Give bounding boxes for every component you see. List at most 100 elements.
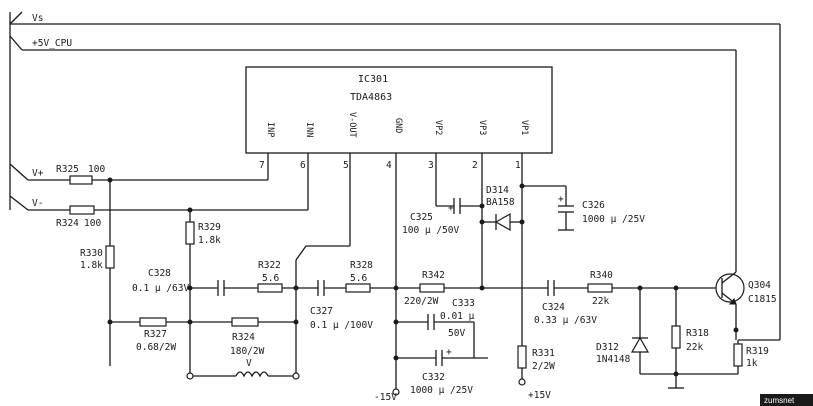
r342-ref: R342	[422, 270, 445, 281]
r322-ref: R322	[258, 260, 281, 271]
junction	[187, 285, 193, 291]
c328-value: 0.1 μ /63V	[132, 283, 189, 294]
c332-ref: C332	[422, 372, 445, 383]
r324a-ref: R324	[56, 218, 79, 229]
r327-ref: R327	[144, 329, 167, 340]
r324a-value: 100	[84, 218, 101, 229]
pin-num-6: 6	[300, 160, 306, 171]
c325-ref: C325	[410, 212, 433, 223]
d314-value: BA158	[486, 197, 515, 208]
r330-value: 1.8k	[80, 260, 103, 271]
q304-collector	[721, 271, 737, 284]
r331-ref: R331	[532, 348, 555, 359]
r319-value: 1k	[746, 358, 758, 369]
pin-label-inp: INP	[265, 122, 275, 137]
pin-label-vp3: VP3	[477, 120, 487, 135]
r318-value: 22k	[686, 342, 703, 353]
junction	[479, 203, 485, 209]
r330-resistor	[105, 245, 115, 269]
q304-transistor	[715, 273, 745, 303]
r325-resistor	[69, 175, 93, 185]
c325-polarity: +	[448, 203, 454, 214]
wire	[295, 245, 307, 261]
pin-label-vp1: VP1	[519, 120, 529, 135]
r325-ref: R325	[56, 164, 79, 175]
r328-resistor	[345, 283, 371, 293]
r331-value: 2/2W	[532, 361, 555, 372]
junction	[187, 319, 193, 325]
watermark-box	[760, 394, 813, 406]
r324b-value: 180/2W	[230, 346, 265, 357]
r327-resistor	[139, 317, 167, 327]
r322-value: 5.6	[262, 273, 279, 284]
r342-resistor	[419, 283, 445, 293]
input-vminus-label: V-	[32, 198, 43, 209]
ic301-ref: IC301	[358, 74, 388, 85]
c333-ref: C333	[452, 298, 475, 309]
junction	[293, 285, 299, 291]
inductor-coil	[235, 371, 269, 378]
q304-arrow	[728, 298, 737, 305]
c327-value: 0.1 μ /100V	[310, 320, 373, 331]
neg15-label: -15V	[374, 392, 397, 403]
ic301-pin-labels: INP INN V-OUT GND VP2 VP3 VP1	[265, 112, 529, 138]
pin-label-inn: INN	[304, 122, 314, 137]
d312-ref: D312	[596, 342, 619, 353]
r329-value: 1.8k	[198, 235, 221, 246]
pin-num-5: 5	[343, 160, 349, 171]
d314-diode	[494, 212, 511, 232]
terminal	[186, 372, 194, 380]
neg15-terminal	[392, 388, 400, 396]
pin-label-vp2: VP2	[433, 120, 443, 135]
r327-value: 0.68/2W	[136, 342, 176, 353]
v5-cpu-label: +5V_CPU	[32, 38, 72, 49]
ic301-part: TDA4863	[350, 92, 392, 103]
q304-value: C1815	[748, 294, 777, 305]
r330-ref: R330	[80, 248, 103, 259]
inductor-ref: V	[246, 358, 252, 369]
ic301-body	[245, 66, 553, 154]
junction	[519, 219, 525, 225]
ic301-pin-numbers: 7 6 5 4 3 2 1	[259, 160, 521, 171]
r318-ref: R318	[686, 328, 709, 339]
pos15-label: +15V	[528, 390, 551, 401]
r324a-resistor	[69, 205, 95, 215]
r331-resistor	[517, 345, 527, 369]
pin-num-4: 4	[386, 160, 392, 171]
c332-value: 1000 μ /25V	[410, 385, 473, 396]
r325-value: 100	[88, 164, 105, 175]
d314-ref: D314	[486, 185, 509, 196]
r329-resistor	[185, 221, 195, 245]
r319-ref: R319	[746, 346, 769, 357]
d312-diode	[630, 336, 650, 353]
c326-polarity: +	[558, 194, 564, 205]
junction	[673, 371, 679, 377]
c333-value: 0.01 μ	[440, 311, 475, 322]
junction	[479, 285, 485, 291]
v5-cpu-rail	[9, 35, 737, 262]
watermark-text: zumsnet	[764, 396, 795, 405]
vs-label: Vs	[32, 13, 43, 24]
pos15-terminal	[518, 378, 526, 386]
vs-rail	[9, 11, 781, 341]
pin-num-7: 7	[259, 160, 265, 171]
pin-num-2: 2	[472, 160, 478, 171]
r319-resistor	[733, 343, 743, 367]
c328-ref: C328	[148, 268, 171, 279]
pin-label-gnd: GND	[393, 118, 403, 133]
r340-resistor	[587, 283, 613, 293]
pin-label-vout: V-OUT	[347, 112, 357, 138]
r329-ref: R329	[198, 222, 221, 233]
c326-value: 1000 μ /25V	[582, 214, 645, 225]
junction	[393, 285, 399, 291]
c325-value: 100 μ /50V	[402, 225, 459, 236]
junction	[293, 319, 299, 325]
pin-num-3: 3	[428, 160, 434, 171]
q304-ref: Q304	[748, 280, 771, 291]
c327-ref: C327	[310, 306, 333, 317]
c332-polarity: +	[446, 347, 452, 358]
d312-value: 1N4148	[596, 354, 631, 365]
r328-value: 5.6	[350, 273, 367, 284]
